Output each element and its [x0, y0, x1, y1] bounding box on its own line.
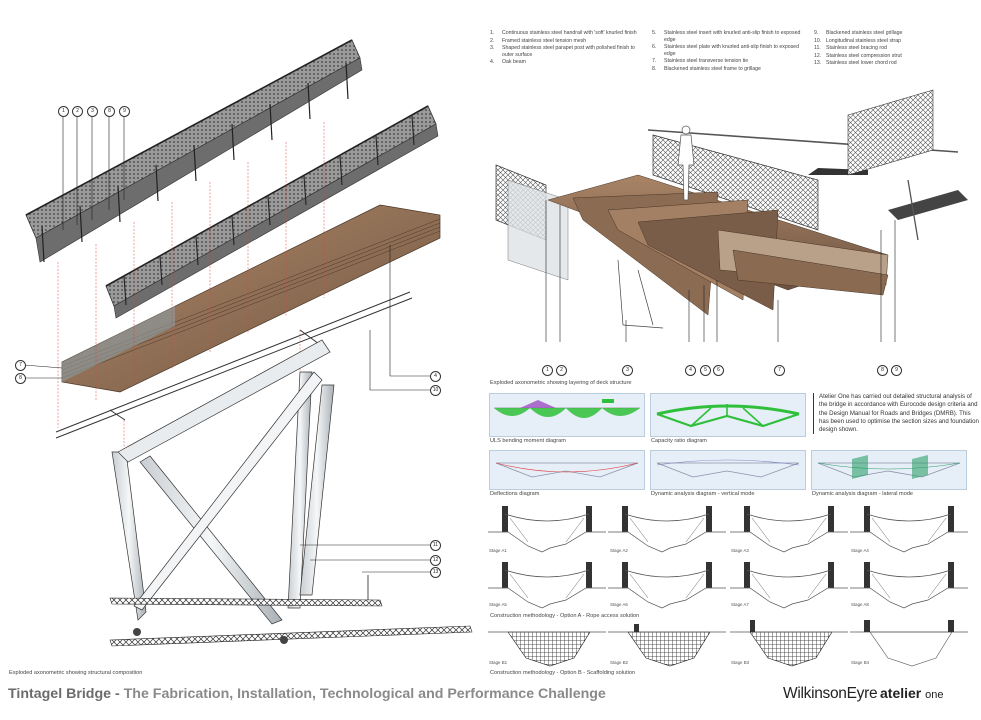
legend-item: 12.Stainless steel compression strut — [814, 52, 902, 59]
deck-axonometric — [495, 89, 968, 342]
deck-planks — [547, 174, 889, 316]
callout-8-lower: 8 — [15, 373, 26, 384]
title-main: Tintagel Bridge - — [8, 686, 124, 702]
scaffold-stage-3 — [730, 620, 848, 667]
callout-1: 1 — [58, 106, 69, 117]
page-title: Tintagel Bridge - The Fabrication, Insta… — [8, 686, 606, 702]
dynamic-lateral-diagram — [811, 450, 967, 490]
callout-11: 11 — [430, 540, 441, 551]
uls-bending-diagram — [489, 393, 645, 437]
stage-label: Stage A2 — [610, 548, 628, 553]
stage-label: Stage B2 — [610, 660, 629, 665]
legend-item: 8.Blackened stainless steel frame to gri… — [652, 65, 761, 72]
legend-col-3: 9.Blackened stainless steel grillage 10.… — [814, 30, 954, 68]
stage-label: Stage A8 — [851, 602, 869, 607]
deck-callout-5: 5 — [700, 365, 711, 376]
stage-label: Stage A3 — [731, 548, 749, 553]
deflections-caption: Deflections diagram — [490, 491, 540, 497]
stage-label: Stage B1 — [489, 660, 508, 665]
dynamic-vertical-diagram — [650, 450, 806, 490]
deck-callout-4: 4 — [685, 365, 696, 376]
analysis-description: Atelier One has carried out detailed str… — [813, 393, 981, 435]
upper-parapet — [25, 39, 363, 263]
stage-label: Stage A4 — [851, 548, 869, 553]
dyn-lateral-caption: Dynamic analysis diagram - lateral mode — [812, 491, 914, 497]
scaffold-stage-1 — [488, 631, 606, 667]
deck-callout-3: 3 — [622, 365, 633, 376]
deck-callout-9: 9 — [891, 365, 902, 376]
legend-item: 3.Shaped stainless steel parapet post wi… — [490, 45, 635, 58]
deck-callout-7: 7 — [774, 365, 785, 376]
construction-stages — [488, 505, 969, 667]
stage-label: Stage B3 — [731, 660, 750, 665]
structural-caption: Exploded axonometric showing structural … — [9, 670, 143, 676]
capacity-caption: Capacity ratio diagram — [651, 438, 707, 444]
deck-callout-lines — [545, 200, 896, 342]
callout-2: 2 — [72, 106, 83, 117]
legend-item: 2.Framed stainless steel tension mesh — [490, 37, 587, 44]
structural-axonometric — [23, 39, 473, 647]
deck-caption: Exploded axonometric showing layering of… — [490, 380, 632, 386]
stage-label: Stage A7 — [731, 602, 749, 607]
legend-item: 11.Stainless steel bracing rod — [814, 45, 887, 52]
lower-grillage — [109, 575, 473, 647]
deck-callout-1: 1 — [542, 365, 553, 376]
legend-item: 1.Continuous stainless steel handrail wi… — [490, 30, 637, 36]
deflections-diagram — [489, 450, 645, 490]
legend-item: 13.Stainless steel lower chord rod — [814, 60, 897, 67]
construction-caption-b: Construction methodology - Option B - Sc… — [490, 670, 636, 676]
legend-col-2: 5.Stainless steel insert with knurled an… — [652, 30, 802, 74]
callout-13: 13 — [430, 567, 441, 578]
legend-item: 6.Stainless steel plate with knurled ant… — [652, 44, 799, 57]
callout-9: 9 — [119, 106, 130, 117]
leader-lines — [57, 122, 325, 455]
atelier-logo-suffix: one — [925, 689, 944, 701]
scaffold-stage-4 — [850, 620, 968, 667]
capacity-ratio-diagram — [650, 393, 806, 437]
uls-caption: ULS bending moment diagram — [490, 438, 566, 444]
deck-callout-8: 8 — [877, 365, 888, 376]
legend-item: 9.Blackened stainless steel grillage — [814, 30, 903, 36]
atelier-one-logo: atelier one — [880, 685, 944, 701]
callout-lines — [23, 115, 430, 573]
legend-item: 7.Stainless steel transverse tension tie — [652, 58, 749, 65]
legend-item: 4.Oak beam — [490, 59, 526, 66]
legend-item: 5.Stainless steel insert with knurled an… — [652, 30, 801, 43]
human-figure — [677, 125, 695, 201]
construction-caption-a: Construction methodology - Option A - Ro… — [490, 613, 640, 619]
deck-callout-6: 6 — [713, 365, 724, 376]
legend-col-1: 1.Continuous stainless steel handrail wi… — [490, 30, 640, 67]
callout-7: 7 — [15, 360, 26, 371]
dyn-vertical-caption: Dynamic analysis diagram - vertical mode — [651, 491, 755, 497]
callout-3: 3 — [87, 106, 98, 117]
stage-label: Stage A5 — [489, 602, 507, 607]
callout-12: 12 — [430, 555, 441, 566]
callout-4: 4 — [430, 371, 441, 382]
legend-item: 10.Longitudinal stainless steel strap — [814, 37, 901, 44]
stage-label: Stage A1 — [489, 548, 507, 553]
stage-label: Stage B4 — [851, 660, 870, 665]
stage-label: Stage A6 — [610, 602, 628, 607]
compression-struts — [111, 339, 335, 625]
lower-parapet — [105, 105, 439, 319]
deck-callout-2: 2 — [556, 365, 567, 376]
callout-8: 8 — [104, 106, 115, 117]
title-sub: The Fabrication, Installation, Technolog… — [123, 686, 606, 702]
oak-deck — [61, 204, 441, 393]
wilkinsoneyre-logo: WilkinsonEyre — [783, 685, 878, 702]
atelier-logo-word: atelier — [880, 685, 922, 701]
scaffold-stage-2 — [608, 624, 726, 667]
callout-10: 10 — [430, 385, 441, 396]
